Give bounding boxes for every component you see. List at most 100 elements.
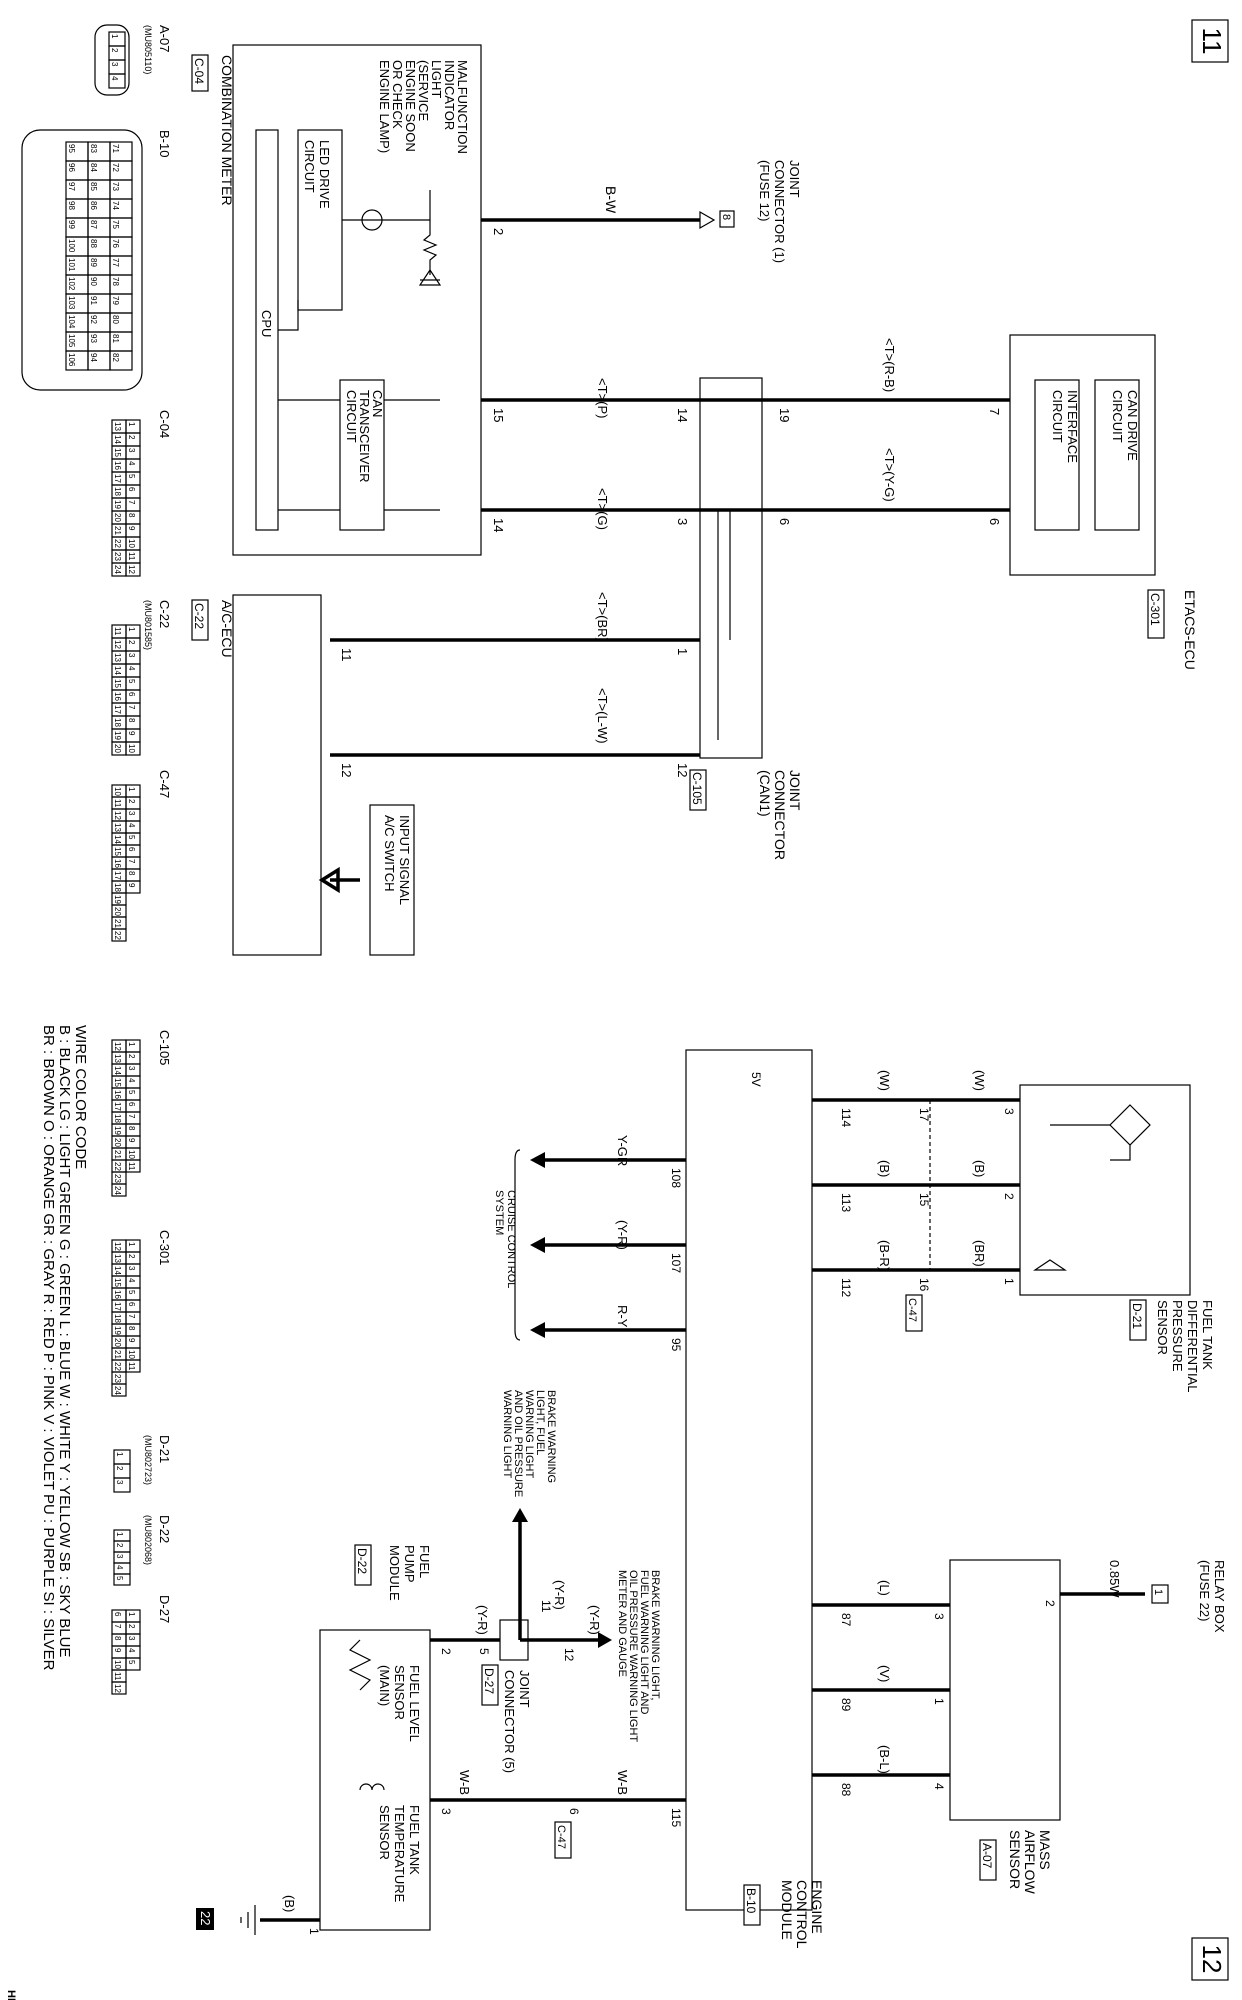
conn-c105-pin: 12 bbox=[113, 1042, 122, 1051]
maf-label-1: MASS bbox=[1037, 1830, 1053, 1870]
conn-b10-pin: 93 bbox=[89, 334, 98, 343]
conn-c22-pin: 6 bbox=[127, 692, 136, 697]
ground-ref-label: 22 bbox=[198, 1911, 213, 1925]
d22-connector-tag: D-22 bbox=[355, 1548, 369, 1574]
pin-j5-5: 5 bbox=[477, 1648, 491, 1655]
conn-c301-pin: 20 bbox=[113, 1338, 122, 1347]
conn-d22-pin: 2 bbox=[115, 1543, 124, 1548]
fuel-pump-box bbox=[319, 1629, 431, 1931]
conn-d27-pin: 11 bbox=[113, 1672, 122, 1681]
conn-c105-pin: 10 bbox=[127, 1150, 136, 1159]
cpu-label: CPU bbox=[259, 310, 274, 337]
conn-c105-pin: 18 bbox=[113, 1114, 122, 1123]
conn-c105-pin: 19 bbox=[113, 1126, 122, 1135]
conn-b10-pin: 80 bbox=[111, 315, 120, 324]
wire-label-w-bot: (W) bbox=[877, 1070, 892, 1091]
wire-label-yr: (Y-R) bbox=[615, 1220, 630, 1250]
wire-label-v: (V) bbox=[877, 1665, 892, 1682]
can-transceiver-label-2: TRANSCEIVER bbox=[357, 390, 372, 482]
wire-label-085w: 0.85W bbox=[1107, 1560, 1122, 1598]
conn-c301-pin: 14 bbox=[113, 1266, 122, 1275]
conn-c47-pin: 10 bbox=[113, 787, 122, 796]
pin-a07-3: 3 bbox=[932, 1613, 946, 1620]
conn-c301-cell bbox=[111, 1383, 127, 1397]
can-transceiver-label-1: CAN bbox=[370, 390, 385, 417]
conn-c105-pin: 22 bbox=[113, 1162, 122, 1171]
pin-ac-12: 12 bbox=[339, 763, 354, 777]
pin-d21-1: 1 bbox=[1002, 1278, 1016, 1285]
joint-can1-label-1: JOINT bbox=[787, 770, 803, 811]
conn-d22-id: D-22 bbox=[157, 1515, 172, 1543]
fuel-pump-label-3: MODULE bbox=[387, 1545, 402, 1601]
conn-c105-pin: 21 bbox=[113, 1150, 122, 1159]
conn-c22-pin: 19 bbox=[113, 731, 122, 740]
pin-c04-2: 2 bbox=[491, 228, 506, 235]
pin-can-1: 1 bbox=[675, 648, 690, 655]
pin-a07-4: 4 bbox=[932, 1783, 946, 1790]
conn-c04-cell bbox=[111, 562, 127, 577]
mil-label-line: INDICATOR bbox=[442, 60, 457, 130]
conn-c105-pin: 24 bbox=[113, 1186, 122, 1195]
b10-connector-tag: B-10 bbox=[744, 1888, 758, 1914]
conn-c105-pin: 16 bbox=[113, 1090, 122, 1099]
can-drive-label-1: CAN DRIVE bbox=[1125, 390, 1140, 461]
fuel-temp-label-2: TEMPERATURE bbox=[392, 1805, 407, 1903]
wire-label-yr-b: (Y-R) bbox=[587, 1605, 602, 1635]
joint1-pin: 8 bbox=[720, 214, 732, 220]
etacs-box bbox=[1009, 334, 1156, 576]
pin-d22-1: 1 bbox=[307, 1928, 321, 1935]
mil-label-line: OR CHECK bbox=[390, 60, 405, 129]
conn-b10-pin: 83 bbox=[89, 144, 98, 153]
conn-b10-pin: 81 bbox=[111, 334, 120, 343]
conn-c105-pin: 15 bbox=[113, 1078, 122, 1087]
conn-c04-pin: 2 bbox=[127, 435, 136, 440]
brake-warn-2-line: METER AND GAUGE bbox=[616, 1570, 628, 1677]
conn-c22-pin: 1 bbox=[127, 627, 136, 632]
wire-label-b-top: (B) bbox=[972, 1160, 987, 1177]
c301-connector-tag: C-301 bbox=[1148, 593, 1162, 626]
conn-c47-pin: 18 bbox=[113, 883, 122, 892]
conn-c47-pin: 9 bbox=[127, 883, 136, 888]
conn-c105-pin: 17 bbox=[113, 1102, 122, 1111]
joint-can1-label-3: (CAN1) bbox=[757, 770, 773, 817]
conn-b10-pin: 96 bbox=[67, 163, 76, 172]
wire-label-lw: <T>(L-W) bbox=[595, 688, 610, 744]
conn-c105-pin: 8 bbox=[127, 1126, 136, 1131]
conn-c105-pin: 14 bbox=[113, 1066, 122, 1075]
ecm-label-2: CONTROL bbox=[794, 1880, 810, 1949]
conn-c47-pin: 17 bbox=[113, 871, 122, 880]
pin-ecm-115: 115 bbox=[669, 1808, 683, 1827]
conn-d21-pin: 1 bbox=[115, 1452, 124, 1457]
conn-b10-pin: 84 bbox=[89, 163, 98, 172]
relay-box-pin: 1 bbox=[1152, 1589, 1164, 1595]
ac-ecu-label: A/C-ECU bbox=[219, 600, 235, 658]
conn-d27-pin: 2 bbox=[127, 1624, 136, 1629]
conn-c47-pin: 8 bbox=[127, 871, 136, 876]
conn-c04-pin: 20 bbox=[113, 513, 122, 522]
page-number-box-bottom bbox=[1191, 1937, 1229, 1981]
conn-c47-pin: 16 bbox=[113, 859, 122, 868]
wire-label-ry: R-Y bbox=[615, 1305, 630, 1328]
conn-d27-pin: 12 bbox=[113, 1684, 122, 1693]
conn-c301-pin: 1 bbox=[127, 1242, 136, 1247]
mil-label-line: MALFUNCTION bbox=[455, 60, 470, 154]
conn-c22-pin: 3 bbox=[127, 653, 136, 658]
thermistor-icon bbox=[359, 1783, 385, 1791]
wire-label-br-top: (BR) bbox=[972, 1240, 987, 1267]
mil-label-line: LIGHT bbox=[429, 60, 444, 98]
conn-d21-part: (MU802723) bbox=[143, 1435, 153, 1485]
conn-b10-pin: 73 bbox=[111, 182, 120, 191]
can-transceiver-label-3: CIRCUIT bbox=[344, 390, 359, 443]
ground-ref-box bbox=[196, 1908, 214, 1930]
conn-b10-pin: 79 bbox=[111, 296, 120, 305]
input-signal-box bbox=[369, 804, 415, 956]
conn-c301-pin: 11 bbox=[127, 1362, 136, 1371]
c47-ref-bottom: C-47 bbox=[555, 1825, 567, 1849]
conn-b10-pin: 89 bbox=[89, 258, 98, 267]
conn-c22-part: (MU801585) bbox=[143, 600, 153, 650]
conn-a07-pin: 4 bbox=[110, 76, 119, 81]
conn-a07-pin: 3 bbox=[110, 62, 119, 67]
